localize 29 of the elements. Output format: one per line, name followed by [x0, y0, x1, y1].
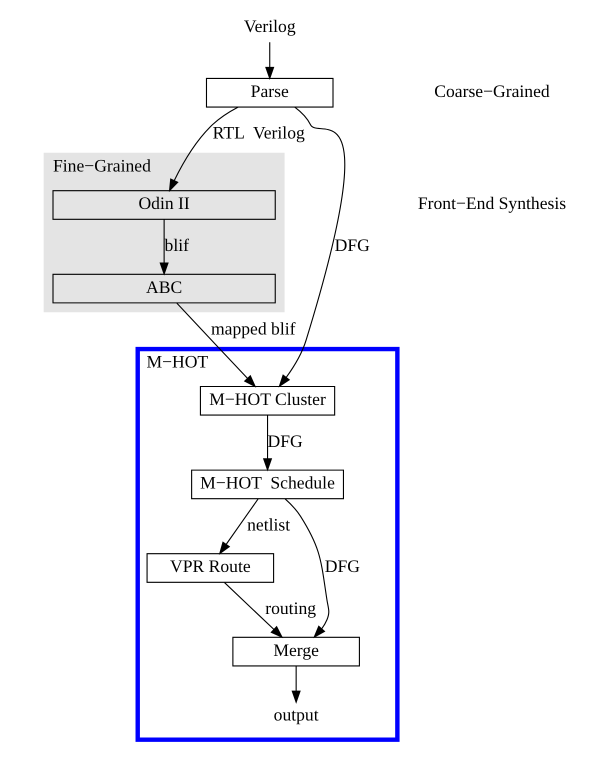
arrow — [284, 498, 330, 638]
node-text: output — [274, 704, 319, 724]
arrow — [262, 414, 272, 472]
node-box: ABC — [52, 273, 276, 303]
edge-label: netlist — [247, 514, 290, 534]
node-box: Parse — [206, 77, 334, 108]
arrow — [278, 106, 346, 387]
arrow — [224, 582, 284, 638]
arrow — [176, 302, 256, 388]
edge-label: RTL Verilog — [212, 122, 305, 142]
arrow — [168, 106, 238, 192]
node-box: M−HOT Schedule — [191, 469, 344, 499]
edge-label: DFG — [268, 430, 303, 450]
node-box: Odin II — [52, 190, 276, 220]
node-box: M−HOT Cluster — [200, 385, 336, 416]
arrow — [218, 498, 259, 554]
label: Coarse−Grained — [434, 80, 550, 100]
edge-label: DFG — [334, 234, 370, 254]
node-text: Verilog — [244, 16, 296, 36]
edge-label: mapped blif — [210, 318, 296, 338]
label: Front−End Synthesis — [418, 192, 566, 213]
edge-label: DFG — [324, 556, 360, 576]
node-box: Merge — [232, 636, 360, 666]
arrow — [160, 219, 169, 276]
node-box: VPR Route — [146, 552, 274, 582]
arrow — [265, 42, 274, 80]
edge-label: blif — [164, 234, 189, 254]
arrow — [292, 666, 301, 704]
edge-label: routing — [265, 598, 316, 618]
